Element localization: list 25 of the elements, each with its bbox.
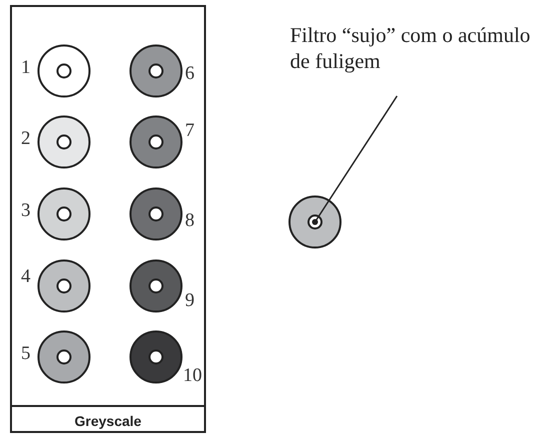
scale-number: 10 [183,365,202,387]
filter-disc-icon [129,187,183,241]
scale-number: 9 [185,290,194,312]
scale-number: 1 [21,57,30,79]
filter-disc-icon [129,115,183,169]
scale-number: 6 [185,63,194,85]
scale-number: 8 [185,210,194,232]
filter-disc-icon [37,187,91,241]
scale-number: 4 [21,266,30,288]
filter-disc-icon [288,195,342,249]
filter-disc-icon [37,330,91,384]
filter-disc-icon [129,259,183,313]
scale-number: 5 [21,343,30,365]
scale-number: 2 [21,128,30,150]
scale-card [10,5,206,433]
filter-disc-icon [37,259,91,313]
card-caption: Greyscale [74,413,142,429]
filter-disc-icon [129,330,183,384]
callout-text: Filtro “sujo” com o acúmulo de fuligem [290,22,535,82]
leader-line [314,96,398,222]
filter-disc-icon [37,44,91,98]
filter-disc-icon [37,115,91,169]
scale-number: 3 [21,200,30,222]
filter-disc-icon [129,44,183,98]
scale-number: 7 [185,120,194,142]
